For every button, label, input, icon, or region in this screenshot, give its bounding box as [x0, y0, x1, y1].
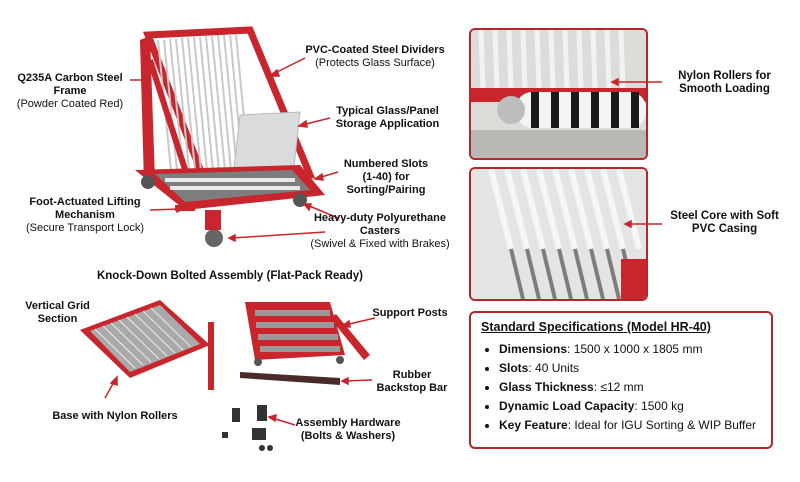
vertical-grid-title: Vertical Grid Section: [25, 300, 90, 325]
steel-core-label: Steel Core with Soft PVC Casing: [662, 210, 787, 236]
frame-sub: (Powder Coated Red): [16, 98, 124, 110]
nylon-roller-drawing: [471, 30, 646, 158]
frame-label: Q235A Carbon Steel Frame (Powder Coated …: [10, 72, 130, 111]
spec-value: ≤12 mm: [600, 380, 644, 394]
slots-label: Numbered Slots (1-40) for Sorting/Pairin…: [336, 158, 436, 197]
spec-item: Slots: 40 Units: [499, 359, 761, 378]
storage-label: Typical Glass/Panel Storage Application: [330, 105, 445, 131]
spec-item: Dimensions: 1500 x 1000 x 1805 mm: [499, 340, 761, 359]
spec-item: Key Feature: Ideal for IGU Sorting & WIP…: [499, 416, 761, 435]
vertical-grid-label: Vertical Grid Section: [20, 300, 95, 326]
specifications-title: Standard Specifications (Model HR-40): [481, 320, 761, 334]
dividers-sub: (Protects Glass Surface): [315, 57, 435, 69]
spec-key: Dimensions: [499, 342, 568, 356]
lifting-title: Foot-Actuated Lifting Mechanism: [29, 196, 141, 221]
casters-title: Heavy-duty Polyurethane Casters: [313, 212, 447, 237]
steel-core-drawing: [471, 169, 646, 299]
caster: [205, 229, 223, 247]
spec-key: Slots: [499, 361, 529, 375]
base-rollers-label: Base with Nylon Rollers: [45, 410, 185, 423]
backstop-bar-part: [240, 372, 340, 385]
spec-key: Key Feature: [499, 418, 568, 432]
lifting-label: Foot-Actuated Lifting Mechanism (Secure …: [20, 196, 150, 235]
frame-title: Q235A Carbon Steel Frame: [17, 72, 123, 97]
hardware-label: Assembly Hardware (Bolts & Washers): [288, 417, 408, 443]
dividers-title: PVC-Coated Steel Dividers: [305, 44, 445, 56]
main-rack: [135, 26, 325, 247]
nylon-rollers-title: Nylon Rollers for Smooth Loading: [678, 70, 771, 95]
specifications-heading: Standard Specifications: [481, 320, 624, 334]
backstop-title: Rubber Backstop Bar: [376, 369, 448, 394]
slots-title: Numbered Slots (1-40) for Sorting/Pairin…: [343, 158, 429, 196]
hardware-sub: (Bolts & Washers): [300, 430, 396, 442]
spec-value: 1500 kg: [641, 399, 684, 413]
lifting-sub: (Secure Transport Lock): [26, 222, 144, 234]
base-part: [245, 302, 345, 360]
base-rollers: [165, 178, 300, 190]
spec-key: Glass Thickness: [499, 380, 594, 394]
spec-key: Dynamic Load Capacity: [499, 399, 635, 413]
leader-lines: [130, 57, 339, 243]
hardware-part: [222, 405, 273, 451]
storage-title: Typical Glass/Panel Storage Application: [335, 105, 440, 130]
knockdown-parts: [80, 300, 376, 451]
nylon-roller-inset: [469, 28, 648, 160]
support-posts-title: Support Posts: [372, 307, 448, 319]
dividers-label: PVC-Coated Steel Dividers (Protects Glas…: [300, 44, 450, 70]
spec-item: Glass Thickness: ≤12 mm: [499, 378, 761, 397]
casters-sub: (Swivel & Fixed with Brakes): [310, 238, 450, 250]
support-post-part: [330, 314, 370, 360]
steel-core-inset: [469, 167, 648, 301]
knockdown-title: Knock-Down Bolted Assembly (Flat-Pack Re…: [96, 270, 364, 282]
support-posts-label: Support Posts: [370, 307, 450, 320]
spec-item: Dynamic Load Capacity: 1500 kg: [499, 397, 761, 416]
caster: [141, 175, 155, 189]
rack-front-post: [140, 36, 155, 183]
hardware-title: Assembly Hardware: [295, 417, 401, 429]
spec-value: Ideal for IGU Sorting & WIP Buffer: [574, 418, 757, 432]
knockdown-label: Knock-Down Bolted Assembly (Flat-Pack Re…: [95, 270, 365, 283]
lifting-pedal: [175, 205, 195, 211]
nylon-rollers-label: Nylon Rollers for Smooth Loading: [662, 70, 787, 96]
post-part: [208, 322, 214, 390]
specifications-box: Standard Specifications (Model HR-40) Di…: [469, 311, 773, 449]
spec-value: 40 Units: [535, 361, 580, 375]
casters-label: Heavy-duty Polyurethane Casters (Swivel …: [305, 212, 455, 251]
base-rollers-title: Base with Nylon Rollers: [52, 410, 178, 422]
specifications-model: (Model HR-40): [626, 320, 711, 334]
roller: [516, 92, 646, 128]
backstop-label: Rubber Backstop Bar: [372, 369, 452, 395]
steel-core-title: Steel Core with Soft PVC Casing: [670, 210, 779, 235]
spec-value: 1500 x 1000 x 1805 mm: [573, 342, 703, 356]
specifications-list: Dimensions: 1500 x 1000 x 1805 mm Slots:…: [481, 340, 761, 435]
